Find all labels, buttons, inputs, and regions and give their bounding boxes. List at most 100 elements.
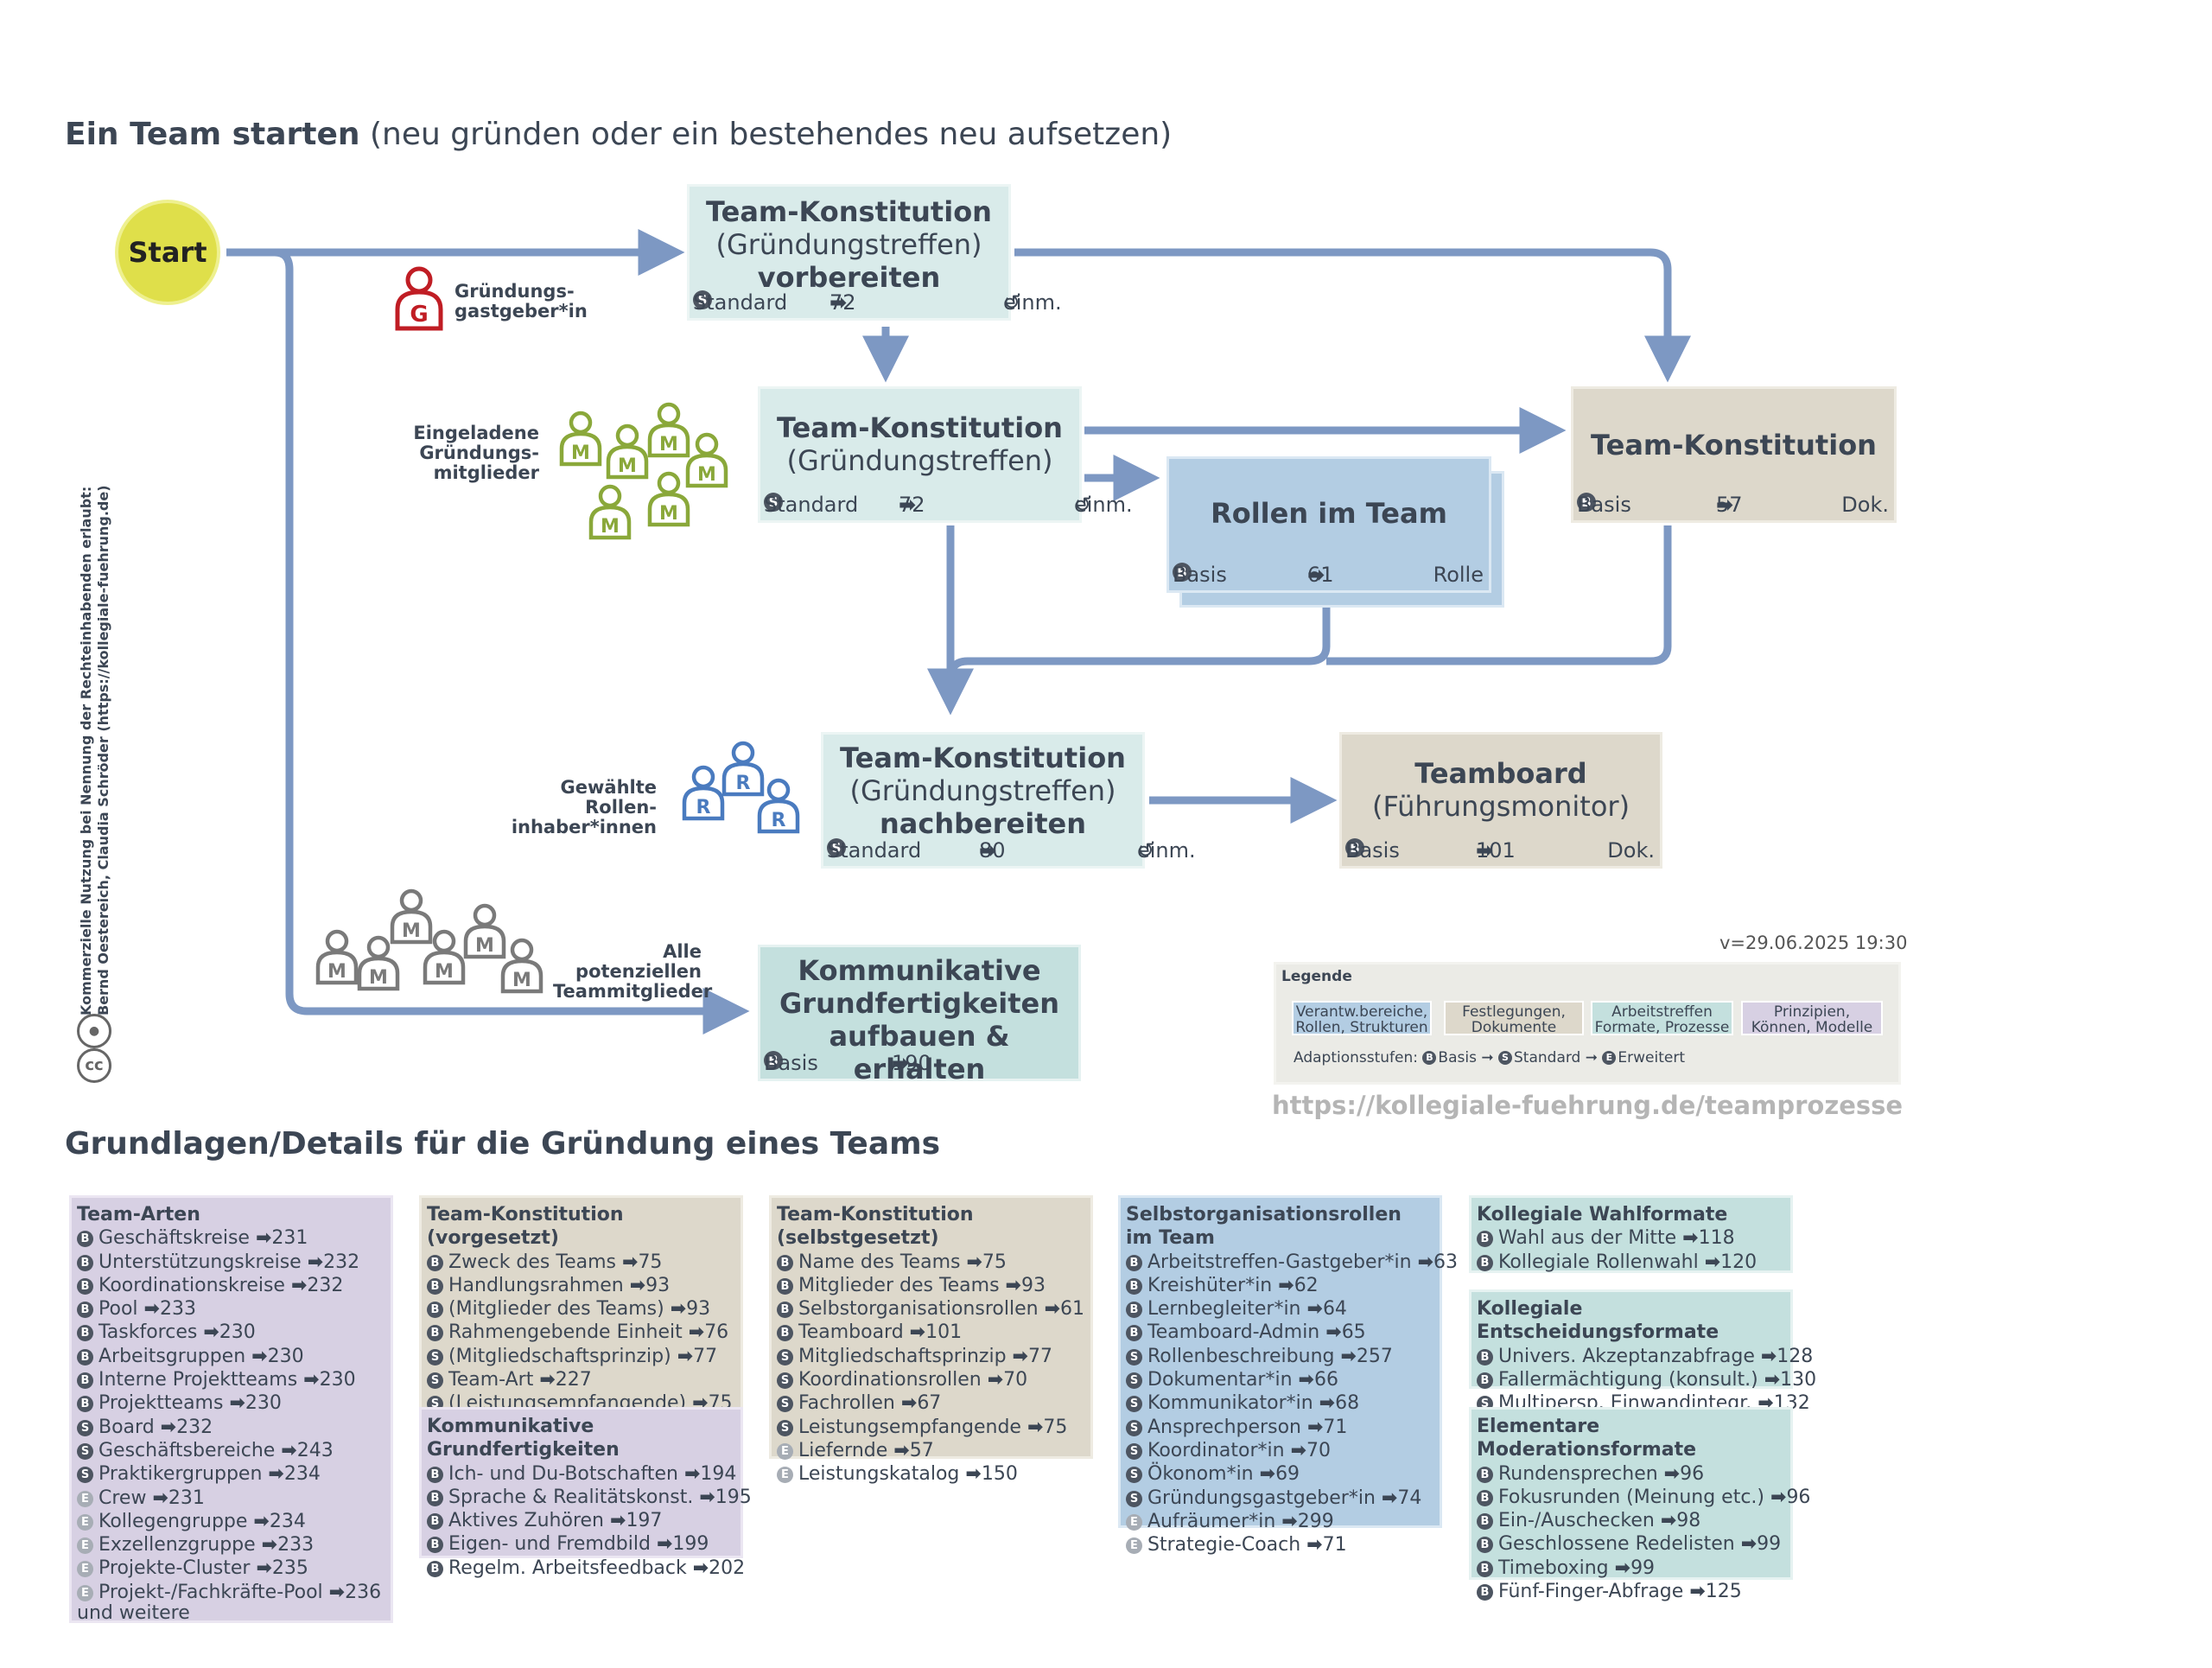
ref-arrow-icon: ➡: [1682, 1227, 1699, 1250]
card-title: Team-Konstitution (vorgesetzt): [427, 1204, 624, 1250]
level-icon: B: [427, 1302, 443, 1319]
copyright-note: Kommerzielle Nutzung bei Nennung der Rec…: [78, 485, 111, 1015]
ref-arrow-icon: ➡: [1614, 1557, 1631, 1579]
level-icon: S: [1126, 1419, 1142, 1436]
box-prepare[interactable]: Team-Konstitution(Gründungstreffen)vorbe…: [687, 184, 1062, 321]
ref-arrow-icon: ➡: [261, 1534, 278, 1557]
level-icon: S: [427, 1348, 443, 1366]
svg-text:M: M: [571, 442, 590, 464]
box-followup[interactable]: Team-Konstitution(Gründungstreffen)nachb…: [821, 732, 1196, 869]
ref-arrow-icon: ➡: [281, 1439, 297, 1461]
ref-arrow-icon: ➡: [830, 290, 848, 315]
svg-text:M: M: [601, 516, 620, 538]
ref-arrow-icon: ➡: [1325, 1321, 1342, 1344]
roleholder-icon: R: [757, 778, 800, 834]
ref-arrow-icon: ➡: [255, 1227, 272, 1250]
version-stamp: v=29.06.2025 19:30: [1719, 933, 1908, 953]
level-icon: B: [1477, 1231, 1493, 1248]
svg-text:M: M: [512, 970, 531, 991]
recurrence-icon: ↺: [1074, 493, 1092, 517]
card-item[interactable]: S(Mitgliedschaftsprinzip) ➡77: [427, 1345, 735, 1368]
card-item[interactable]: B(Mitglieder des Teams) ➡93: [427, 1297, 735, 1321]
level-icon: S: [777, 1348, 793, 1366]
ref-arrow-icon: ➡: [303, 1369, 320, 1391]
ref-arrow-icon: ➡: [1660, 1510, 1677, 1532]
level-icon: B: [1477, 1348, 1493, 1366]
level-icon: S: [1126, 1442, 1142, 1460]
card-title: Kommunikative Grundfertigkeiten: [427, 1416, 620, 1461]
start-node[interactable]: Start: [115, 200, 220, 305]
ref-arrow-icon: ➡: [1476, 838, 1494, 863]
source-url[interactable]: https://kollegiale-fuehrung.de/teamproze…: [1272, 1091, 1904, 1120]
arrow-prepare-constitution: [1014, 248, 1691, 383]
level-icon: B: [777, 1302, 793, 1319]
